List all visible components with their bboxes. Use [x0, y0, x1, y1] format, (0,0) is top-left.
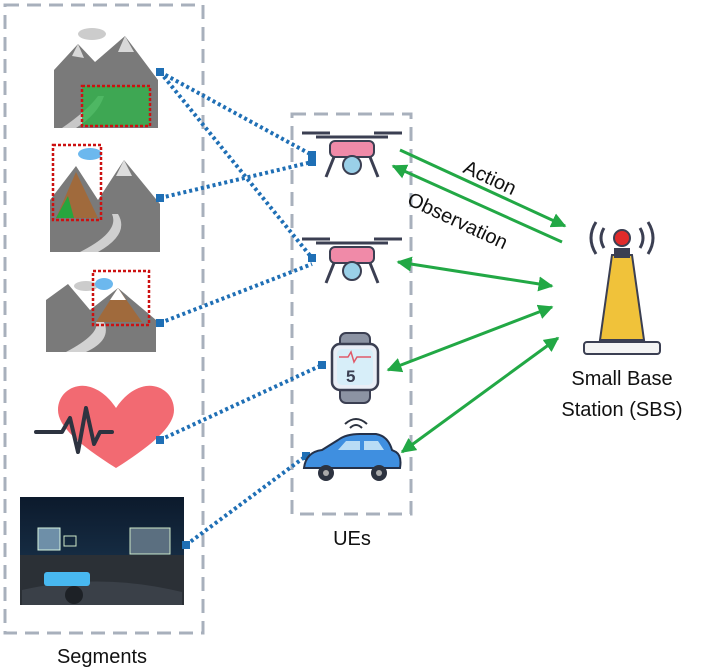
dotted-links [158, 70, 323, 547]
ues-label: UEs [333, 528, 371, 550]
sbs-label-line2: Station (SBS) [561, 399, 682, 421]
dashboard-segment [20, 497, 184, 605]
drone2-link-arrow [396, 256, 554, 292]
action-arrow [399, 148, 567, 228]
mountain-segment-1 [54, 28, 158, 128]
sbs-label-line1: Small Base [571, 368, 672, 390]
segments-label: Segments [57, 646, 147, 668]
car-icon [302, 418, 402, 481]
smartwatch-display: 5 [346, 367, 355, 386]
mountain-segment-3 [46, 269, 156, 352]
drone-icon [302, 131, 402, 178]
action-label: Action [460, 157, 520, 200]
mountain-segment-2 [50, 143, 160, 252]
base-station-icon [583, 221, 661, 355]
smartwatch-icon: 5 [330, 332, 380, 404]
heart-segment [34, 385, 174, 468]
observation-label: Observation [404, 189, 511, 255]
observation-arrow [391, 164, 563, 244]
arrows [386, 148, 567, 454]
link-endpoints [156, 68, 326, 549]
car-link-arrow [400, 336, 560, 454]
drone-icon [302, 237, 402, 284]
segments-box [3, 3, 205, 635]
